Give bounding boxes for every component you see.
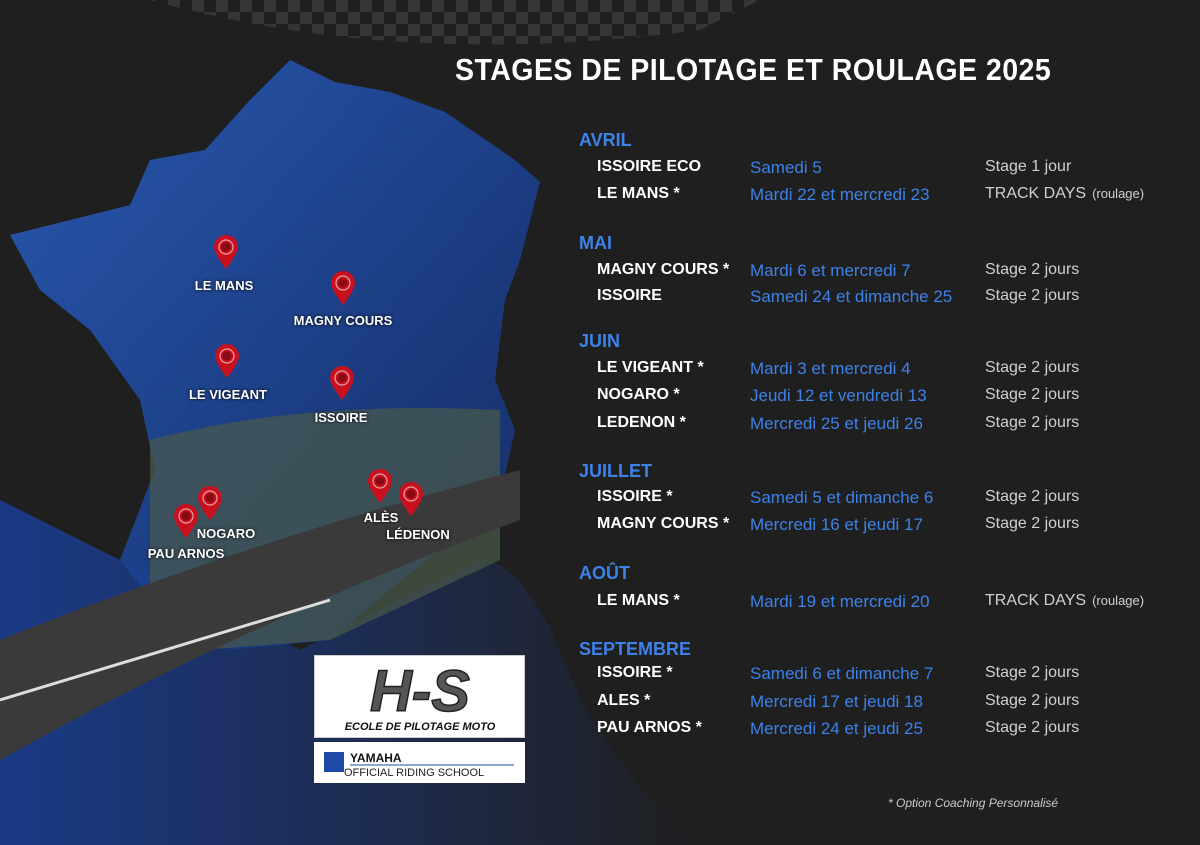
month-heading: JUILLET	[579, 461, 653, 481]
circuit-name: ISSOIRE *	[597, 664, 673, 681]
event-type: Stage 2 jours	[985, 287, 1079, 305]
event-type: Stage 2 jours	[985, 488, 1079, 506]
event-type-note: (roulage)	[1092, 593, 1145, 608]
circuit-name: ISSOIRE *	[597, 488, 673, 505]
event-type-label: Stage 2 jours	[985, 719, 1080, 736]
circuit-name: LE VIGEANT *	[597, 359, 704, 376]
svg-text:ECOLE DE PILOTAGE MOTO: ECOLE DE PILOTAGE MOTO	[345, 721, 496, 733]
event-type-label: Stage 1 jour	[985, 158, 1072, 175]
event-type: Stage 1 jour	[985, 158, 1071, 176]
map-pin-icon	[398, 481, 424, 517]
map-pin-icon	[367, 468, 393, 504]
event-type: Stage 2 jours	[985, 414, 1079, 432]
schedule-row: MAGNY COURS * Mardi 6 et mercredi 7 Stag…	[597, 261, 1187, 283]
schedule-row: ALES * Mercredi 17 et jeudi 18 Stage 2 j…	[597, 692, 1187, 714]
event-dates: Mercredi 24 et jeudi 25	[750, 719, 923, 738]
circuit-name: PAU ARNOS *	[597, 719, 702, 736]
schedule-row: PAU ARNOS * Mercredi 24 et jeudi 25 Stag…	[597, 719, 1187, 741]
event-dates: Mardi 22 et mercredi 23	[750, 185, 930, 204]
event-type: Stage 2 jours	[985, 692, 1079, 710]
schedule-row: LEDENON * Mercredi 25 et jeudi 26 Stage …	[597, 414, 1187, 436]
event-type-label: Stage 2 jours	[985, 692, 1080, 709]
event-dates: Mercredi 17 et jeudi 18	[750, 692, 923, 711]
event-type-label: Stage 2 jours	[985, 386, 1080, 403]
event-dates: Mardi 6 et mercredi 7	[750, 261, 911, 280]
schedule-row: ISSOIRE * Samedi 6 et dimanche 7 Stage 2…	[597, 664, 1187, 686]
circuit-name: ALES *	[597, 692, 651, 709]
schedule-row: ISSOIRE ECO Samedi 5 Stage 1 jour	[597, 158, 1187, 180]
event-type: Stage 2 jours	[985, 261, 1079, 279]
map-pin-icon	[173, 503, 199, 539]
event-type: Stage 2 jours	[985, 664, 1079, 682]
map-pin-label: LE VIGEANT	[188, 387, 268, 402]
circuit-name: MAGNY COURS *	[597, 261, 730, 278]
schedule-row: LE VIGEANT * Mardi 3 et mercredi 4 Stage…	[597, 359, 1187, 381]
event-type: Stage 2 jours	[985, 359, 1079, 377]
event-dates: Mercredi 25 et jeudi 26	[750, 414, 923, 433]
circuit-name: ISSOIRE	[597, 287, 662, 304]
map-pin-icon	[197, 485, 223, 521]
yamaha-logo: YAMAHA OFFICIAL RIDING SCHOOL	[314, 742, 525, 783]
event-dates: Mardi 19 et mercredi 20	[750, 592, 930, 611]
event-type: Stage 2 jours	[985, 719, 1079, 737]
month-heading: MAI	[579, 233, 612, 253]
event-dates: Samedi 5	[750, 158, 822, 177]
month-heading: AVRIL	[579, 130, 632, 150]
svg-text:OFFICIAL RIDING SCHOOL: OFFICIAL RIDING SCHOOL	[344, 767, 484, 779]
circuit-name: NOGARO *	[597, 386, 680, 403]
event-dates: Samedi 6 et dimanche 7	[750, 664, 934, 683]
schedule-row: MAGNY COURS * Mercredi 16 et jeudi 17 St…	[597, 515, 1187, 537]
event-dates: Mercredi 16 et jeudi 17	[750, 515, 923, 534]
schedule-row: ISSOIRE * Samedi 5 et dimanche 6 Stage 2…	[597, 488, 1187, 510]
map-pin-icon	[213, 234, 239, 270]
event-type-label: Stage 2 jours	[985, 414, 1080, 431]
map-pin-label: PAU ARNOS	[147, 546, 225, 561]
event-type: Stage 2 jours	[985, 386, 1079, 404]
circuit-name: LEDENON *	[597, 414, 686, 431]
map-pin-label: MAGNY COURS	[293, 313, 393, 328]
event-type-label: Stage 2 jours	[985, 359, 1080, 376]
svg-text:YAMAHA: YAMAHA	[350, 751, 402, 765]
event-type-note: (roulage)	[1092, 186, 1145, 201]
circuit-name: LE MANS *	[597, 185, 680, 202]
map-pin-icon	[214, 343, 240, 379]
schedule-row: LE MANS * Mardi 22 et mercredi 23 TRACK …	[597, 185, 1187, 207]
event-dates: Samedi 5 et dimanche 6	[750, 488, 934, 507]
event-type-label: Stage 2 jours	[985, 664, 1080, 681]
event-dates: Mardi 3 et mercredi 4	[750, 359, 911, 378]
footnote: * Option Coaching Personnalisé	[888, 796, 1059, 810]
map-pin-label: ISSOIRE	[314, 410, 368, 425]
map-pin-label: LÉDENON	[386, 527, 450, 542]
map-pin-label: NOGARO	[196, 526, 256, 541]
circuit-name: LE MANS *	[597, 592, 680, 609]
map-pin-label: LE MANS	[194, 278, 254, 293]
event-type-label: Stage 2 jours	[985, 488, 1080, 505]
schedule-row: NOGARO * Jeudi 12 et vendredi 13 Stage 2…	[597, 386, 1187, 408]
event-type: TRACK DAYS (roulage)	[985, 592, 1144, 610]
svg-text:H-S: H-S	[370, 659, 470, 724]
schedule-row: LE MANS * Mardi 19 et mercredi 20 TRACK …	[597, 592, 1187, 614]
month-heading: AOÛT	[579, 563, 630, 583]
month-heading: SEPTEMBRE	[579, 639, 692, 659]
event-type-label: Stage 2 jours	[985, 261, 1080, 278]
page-title: STAGES DE PILOTAGE ET ROULAGE 2025	[455, 52, 1052, 87]
event-type-label: Stage 2 jours	[985, 515, 1080, 532]
event-dates: Jeudi 12 et vendredi 13	[750, 386, 927, 405]
map-pin-label: ALÈS	[363, 510, 399, 525]
map-pin-icon	[329, 365, 355, 401]
event-dates: Samedi 24 et dimanche 25	[750, 287, 953, 306]
event-type: TRACK DAYS (roulage)	[985, 185, 1144, 203]
event-type: Stage 2 jours	[985, 515, 1079, 533]
month-heading: JUIN	[579, 331, 621, 351]
map-pin-icon	[330, 270, 356, 306]
circuit-name: MAGNY COURS *	[597, 515, 730, 532]
event-type-label: TRACK DAYS	[985, 185, 1087, 202]
event-type-label: Stage 2 jours	[985, 287, 1080, 304]
circuit-name: ISSOIRE ECO	[597, 158, 702, 175]
schedule-row: ISSOIRE Samedi 24 et dimanche 25 Stage 2…	[597, 287, 1187, 309]
event-type-label: TRACK DAYS	[985, 592, 1087, 609]
